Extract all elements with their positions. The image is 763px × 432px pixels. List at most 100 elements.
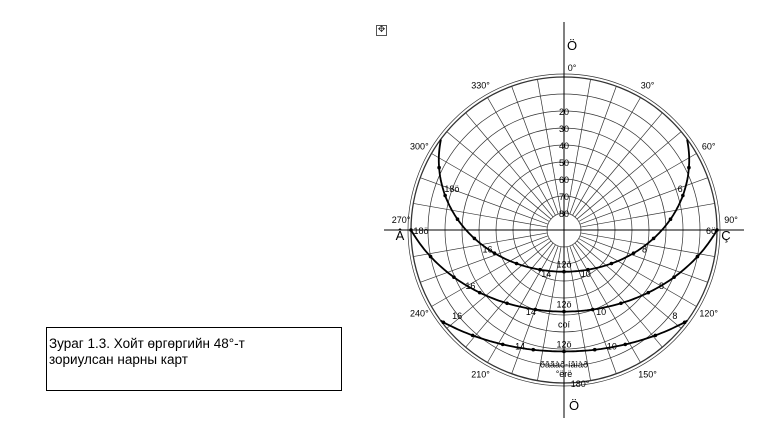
sun-path-hour-dot <box>619 301 623 306</box>
azimuth-label: 60° <box>702 142 716 152</box>
sun-path-curves <box>409 139 719 354</box>
sun-path-hour-dot <box>631 251 636 255</box>
azimuth-label: 240° <box>410 309 429 319</box>
azimuth-spoke <box>420 235 549 283</box>
azimuth-spoke <box>574 112 663 218</box>
hour-label: 6 <box>678 184 683 194</box>
hour-label: 12ö <box>556 300 571 310</box>
sun-path-hour-dot <box>500 342 505 347</box>
azimuth-label: 210° <box>471 370 490 380</box>
sun-path-hour-dot <box>715 228 719 232</box>
azimuth-spoke <box>569 86 617 215</box>
sun-path-hour-dot <box>682 320 687 325</box>
azimuth-spoke <box>579 235 708 283</box>
azimuth-label: 0° <box>568 63 577 73</box>
azimuth-spoke <box>431 153 550 222</box>
azimuth-spoke <box>465 242 554 348</box>
hour-label: 12ö <box>556 340 571 350</box>
azimuth-spoke <box>413 232 548 257</box>
azimuth-spoke <box>511 86 559 215</box>
sun-path-hour-dot <box>590 307 595 312</box>
azimuth-spoke <box>566 79 591 214</box>
hour-label: 8 <box>659 281 664 291</box>
altitude-label: 60 <box>559 175 569 185</box>
sun-path-hour-dot <box>538 267 542 272</box>
sun-path-hour-dot <box>651 236 656 241</box>
hour-label: 18ö <box>413 226 428 236</box>
sun-path-hour-dot <box>470 333 475 338</box>
sun-path-hour-dot <box>592 347 597 352</box>
azimuth-label: 180° <box>571 379 590 389</box>
hour-label: 18ö <box>444 184 459 194</box>
sun-path-hour-dot <box>514 261 519 266</box>
azimuth-spoke <box>446 131 552 220</box>
azimuth-label: 270° <box>392 215 411 225</box>
sun-path-hour-dot <box>452 275 456 280</box>
azimuth-spoke <box>580 232 715 257</box>
azimuth-label: 300° <box>410 142 429 152</box>
east-label: Ç <box>721 228 730 243</box>
azimuth-spoke <box>537 79 562 214</box>
hour-label: 14 <box>541 269 551 279</box>
chart-grid <box>384 22 744 418</box>
sun-path-hour-dot <box>409 228 413 232</box>
sun-path-label: coí <box>558 320 571 330</box>
azimuth-spoke <box>572 97 641 216</box>
hour-label: 8 <box>642 244 647 254</box>
altitude-label: 80 <box>559 209 569 219</box>
sun-path-hour-dot <box>653 333 658 338</box>
sun-path-hour-dot <box>681 193 685 198</box>
north-label: Ö <box>567 38 577 53</box>
azimuth-label: 330° <box>471 80 490 90</box>
sun-path-hour-dot <box>428 254 433 259</box>
sun-path-hour-dot <box>441 320 446 325</box>
hour-label: 16 <box>465 281 475 291</box>
caption-line-1: Зураг 1.3. Хойт өргөргийн 48°-т <box>49 336 245 351</box>
azimuth-spoke <box>566 246 591 381</box>
sun-path-hour-dot <box>531 347 536 352</box>
hour-label: 10 <box>581 269 591 279</box>
sun-path-hour-dot <box>505 301 509 306</box>
sun-path-hour-dot <box>477 290 482 295</box>
azimuth-spoke <box>578 238 697 307</box>
sun-path-hour-dot <box>492 251 497 255</box>
azimuth-label: 30° <box>641 80 655 90</box>
altitude-label: 20 <box>559 107 569 117</box>
azimuth-spoke <box>465 112 554 218</box>
figure-caption-box: Зураг 1.3. Хойт өргөргийн 48°-т зориулса… <box>46 327 342 391</box>
azimuth-label: 90° <box>724 215 738 225</box>
azimuth-spoke <box>446 240 552 329</box>
sun-path-label: õâãàð-íâìàð <box>540 360 588 370</box>
sun-path-hour-dot <box>646 290 651 295</box>
azimuth-label: 150° <box>638 370 657 380</box>
chart-labels: ÖÖÇÂ0°30°60°90°120°150°180°210°240°270°3… <box>392 38 739 413</box>
azimuth-spoke <box>431 238 550 307</box>
azimuth-spoke <box>576 131 682 220</box>
west-label: Â <box>396 228 405 243</box>
altitude-label: 30 <box>559 124 569 134</box>
sun-path-hour-dot <box>443 193 447 198</box>
table-move-handle-icon[interactable]: ✥ <box>376 25 387 36</box>
hour-label: 14 <box>515 342 525 352</box>
hour-label: 12ö <box>556 260 571 270</box>
sun-path-hour-dot <box>687 165 691 170</box>
azimuth-spoke <box>580 203 715 228</box>
sun-path-hour-dot <box>695 254 700 259</box>
south-label: Ö <box>569 398 579 413</box>
azimuth-spoke <box>413 203 548 228</box>
hour-label: 16 <box>483 244 493 254</box>
sun-path-hour-dot <box>562 269 566 274</box>
hour-label: 14 <box>526 307 536 317</box>
sun-path-hour-dot <box>672 275 676 280</box>
hour-label: 6ö <box>706 226 716 236</box>
altitude-label: 40 <box>559 141 569 151</box>
sun-path-hour-dot <box>562 349 566 354</box>
sun-path-hour-dot <box>562 309 566 314</box>
sun-path-hour-dot <box>668 217 673 222</box>
sun-path-hour-dot <box>609 261 614 266</box>
azimuth-spoke <box>487 97 556 216</box>
azimuth-spoke <box>578 153 697 222</box>
sun-path-hour-dot <box>472 236 477 241</box>
hour-label: 16 <box>452 311 462 321</box>
azimuth-spoke <box>576 240 682 329</box>
